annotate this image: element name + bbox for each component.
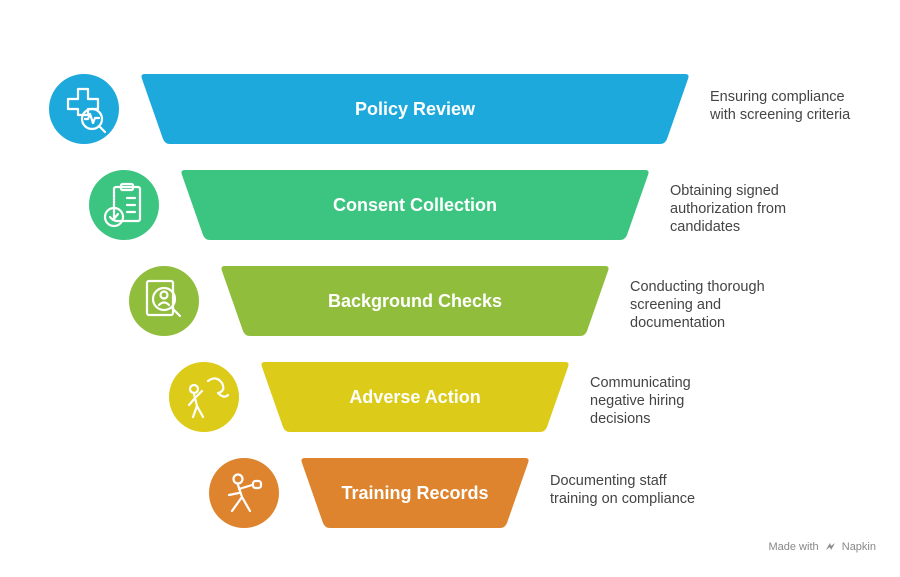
funnel-stage: Background Checks: [129, 266, 609, 336]
stage-title: Background Checks: [328, 291, 502, 311]
person-throwing-icon: [187, 377, 230, 419]
stage-description-line: documentation: [630, 315, 726, 331]
stage-description: Ensuring compliance with screening criter…: [710, 88, 850, 124]
clipboard-check-icon: [103, 182, 142, 228]
stage-description-line: Ensuring compliance: [710, 89, 845, 105]
stage-description: Communicating negative hiring decisions: [590, 374, 691, 428]
stage-description: Documenting staff training on compliance: [550, 472, 695, 508]
stage-description-line: candidates: [670, 219, 741, 235]
person-punching-icon: [227, 473, 263, 513]
stage-description-line: decisions: [590, 411, 651, 427]
stage-description-line: Communicating: [590, 375, 691, 391]
stage-description-line: authorization from: [670, 201, 787, 217]
napkin-logo-icon: [825, 543, 835, 550]
made-with-label: Made with: [768, 541, 819, 553]
stage-description-line: training on compliance: [550, 491, 696, 507]
stage-title: Training Records: [341, 483, 488, 503]
stage-icon-circle: [209, 458, 279, 528]
document-magnifier-icon: [145, 279, 182, 318]
stage-description-line: Documenting staff: [550, 473, 667, 489]
stage-icon-circle: [49, 74, 119, 144]
funnel-stage: Consent Collection: [89, 170, 649, 240]
stage-icon-circle: [129, 266, 199, 336]
funnel-band: [181, 170, 649, 240]
funnel-band: [141, 74, 689, 144]
stage-title: Consent Collection: [333, 195, 497, 215]
stage-icon-circle: [89, 170, 159, 240]
made-with-napkin-badge: Made with Napkin: [768, 541, 876, 553]
stage-description-line: Conducting thorough: [630, 279, 765, 295]
funnel-band: [301, 458, 529, 528]
stage-description-line: screening and: [630, 297, 722, 313]
stage-description-line: negative hiring: [590, 393, 685, 409]
napkin-brand-label: Napkin: [841, 541, 876, 553]
funnel-band: [221, 266, 609, 336]
stage-description: Obtaining signed authorization from candid…: [670, 182, 786, 236]
medical-cross-chart-icon: [66, 87, 107, 134]
funnel-band: [261, 362, 569, 432]
funnel-stage: Training Records: [209, 458, 529, 528]
stage-description: Conducting thorough screening and document…: [630, 278, 765, 332]
stage-title: Adverse Action: [349, 387, 480, 407]
funnel-stage: Adverse Action: [169, 362, 569, 432]
stage-description-line: Obtaining signed: [670, 183, 779, 199]
funnel-stage: Policy Review: [49, 74, 689, 144]
stage-icon-circle: [169, 362, 239, 432]
stage-description-line: with screening criteria: [710, 107, 851, 123]
stage-title: Policy Review: [355, 99, 476, 119]
